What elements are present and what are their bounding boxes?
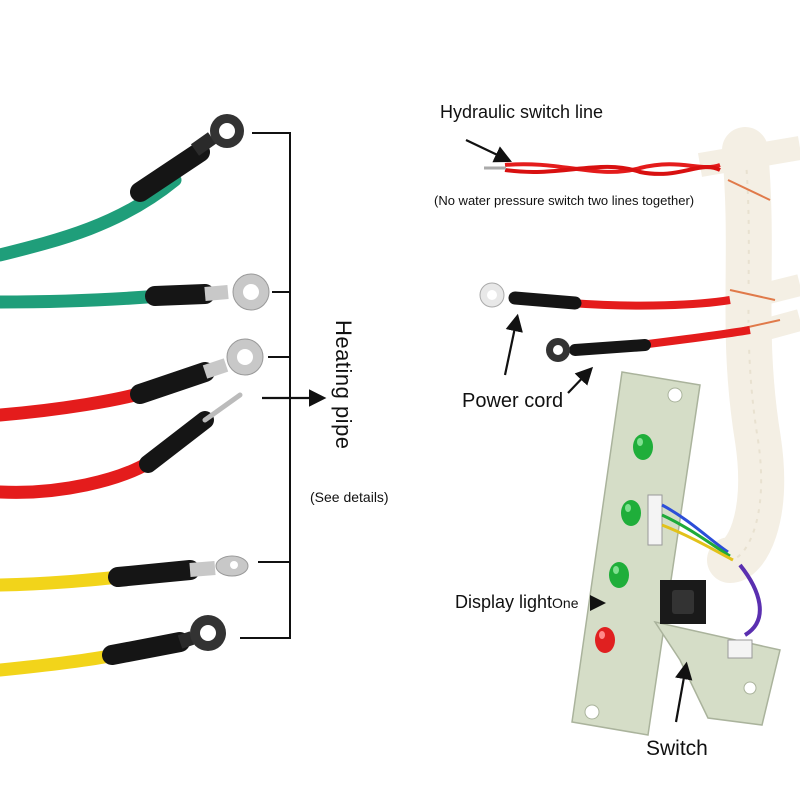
red-wire-2 [0,392,243,499]
ring-terminal-icon [479,282,505,308]
connector [647,494,663,546]
led-red [595,627,615,653]
switch-label: Switch [646,737,708,760]
heating-pipe-bracket [240,132,291,639]
power-cord-label: Power cord [462,390,564,412]
fiberglass-sleeve [697,127,800,583]
display-light-suffix: One [552,595,579,611]
green-wire-1 [0,114,244,262]
arrow-right-icon [567,366,594,394]
yellow-wire-1 [0,555,249,592]
yellow-wire-2 [0,615,226,677]
power-cord-wire-1 [479,282,731,310]
hydraulic-switch-wire [484,162,721,176]
no-water-pressure-note: (No water pressure switch two lines toge… [434,193,695,208]
arrow-right-icon [465,139,512,163]
green-wire-2 [0,273,270,311]
display-light-text: Display light [455,592,553,612]
switch-pcb [653,580,781,726]
led-green-1 [633,434,653,460]
ring-terminal-icon [202,338,264,379]
led-green-2 [621,500,641,526]
led-green-3 [609,562,629,588]
ring-terminal-icon [546,338,570,362]
ring-terminal-icon [177,615,226,651]
display-light-label: Display lightOne [455,592,579,613]
see-details-label: (See details) [310,489,389,505]
ribbon-wires [661,503,762,637]
ring-terminal-icon [190,114,244,156]
arrow-right-icon [674,661,693,723]
hydraulic-switch-line-label: Hydraulic switch line [440,102,604,122]
red-wire-1 [0,338,264,422]
heating-pipe-label: Heating pipe [331,320,356,450]
display-light-pcb [571,371,701,736]
ring-terminal-icon [189,555,249,577]
ring-terminal-icon [204,273,270,311]
power-cord-wire-2 [546,326,751,362]
arrow-right-icon [503,313,523,376]
